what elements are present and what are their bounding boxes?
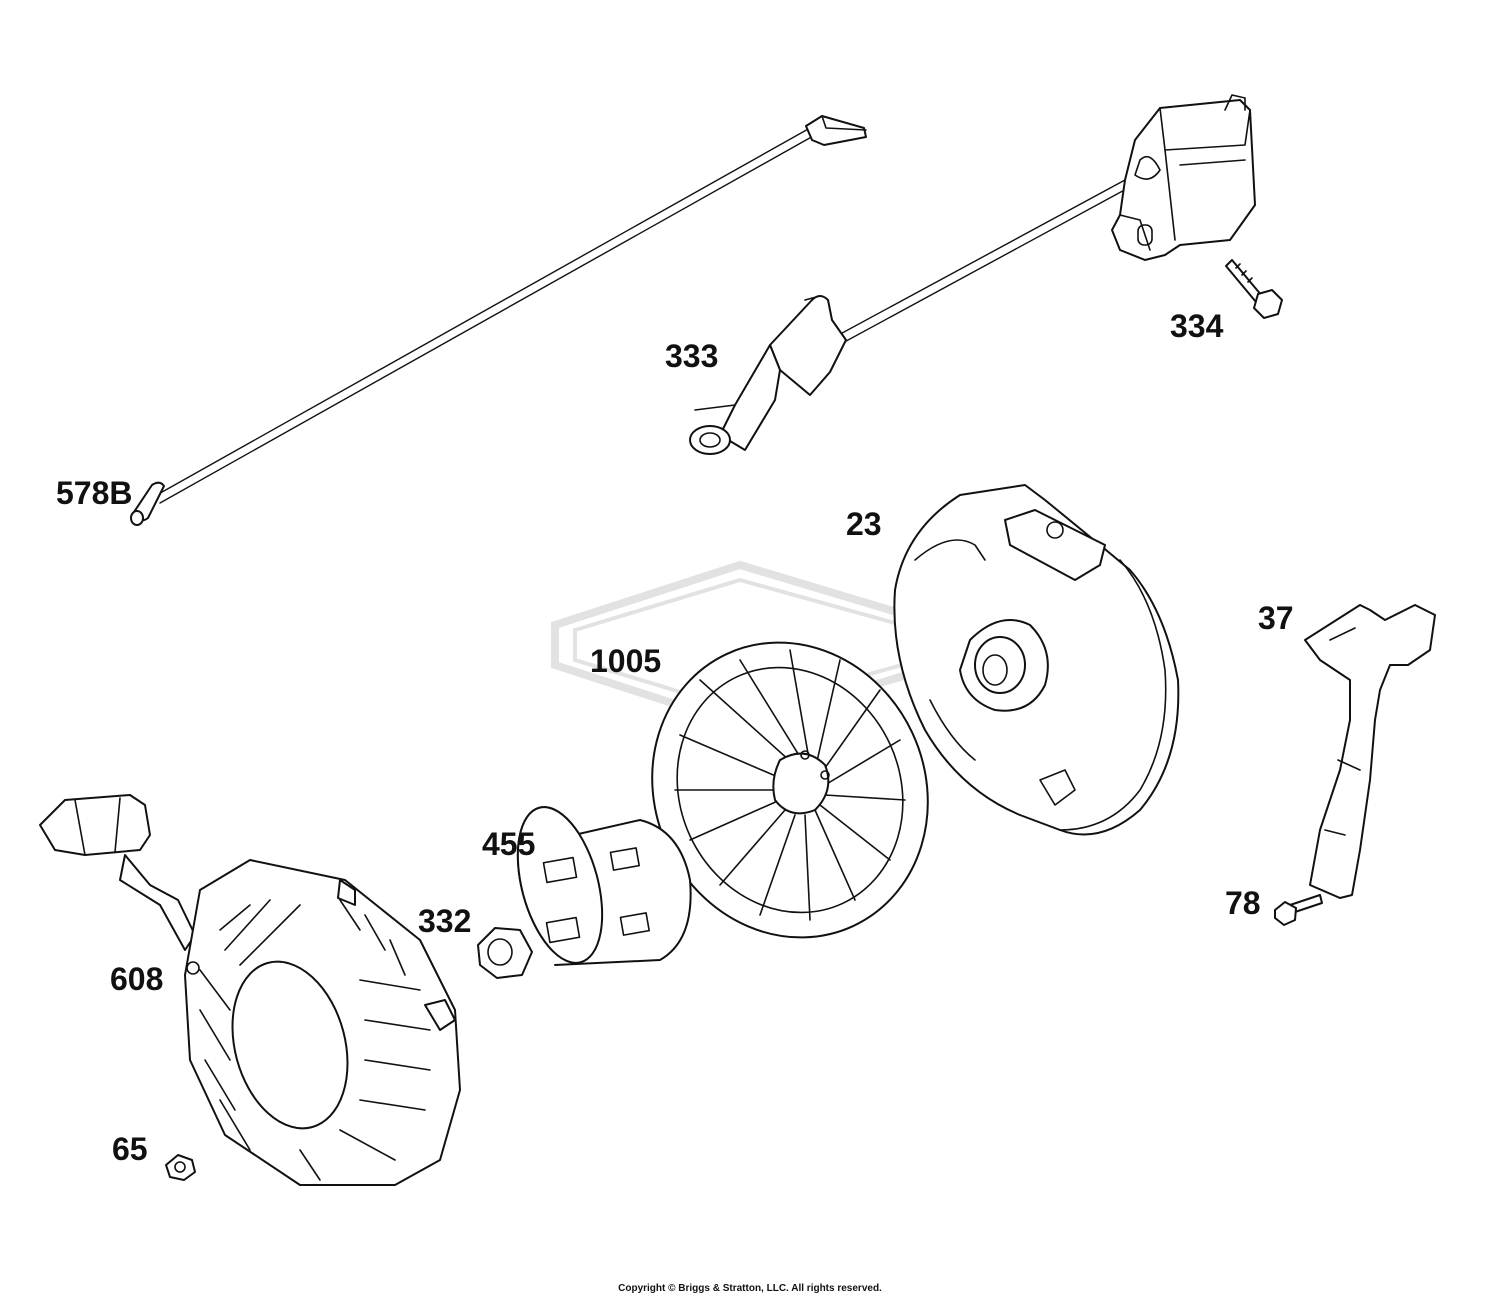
nut-332 <box>477 927 533 979</box>
callout-1005: 1005 <box>590 643 662 679</box>
fan-1005 <box>651 641 929 939</box>
callout-578b: 578B <box>56 475 133 511</box>
callout-334: 334 <box>1170 308 1224 344</box>
copyright-notice: Copyright © Briggs & Stratton, LLC. All … <box>618 1283 882 1294</box>
recoil-starter-608 <box>39 794 461 1186</box>
cup-455 <box>516 806 692 966</box>
callout-332: 332 <box>418 903 472 939</box>
callout-65: 65 <box>112 1131 148 1167</box>
callout-455: 455 <box>482 826 536 862</box>
screw-78 <box>1274 894 1323 926</box>
ground-wire-578b <box>130 115 867 526</box>
callout-78: 78 <box>1225 885 1261 921</box>
screw-334 <box>1225 259 1283 319</box>
flywheel-23 <box>893 484 1180 836</box>
bracket-37 <box>1304 604 1436 899</box>
ignition-coil-333 <box>689 94 1256 455</box>
callout-23: 23 <box>846 506 882 542</box>
screw-65 <box>165 1154 196 1181</box>
callout-333: 333 <box>665 338 719 374</box>
callout-37: 37 <box>1258 600 1294 636</box>
callout-608: 608 <box>110 961 164 997</box>
